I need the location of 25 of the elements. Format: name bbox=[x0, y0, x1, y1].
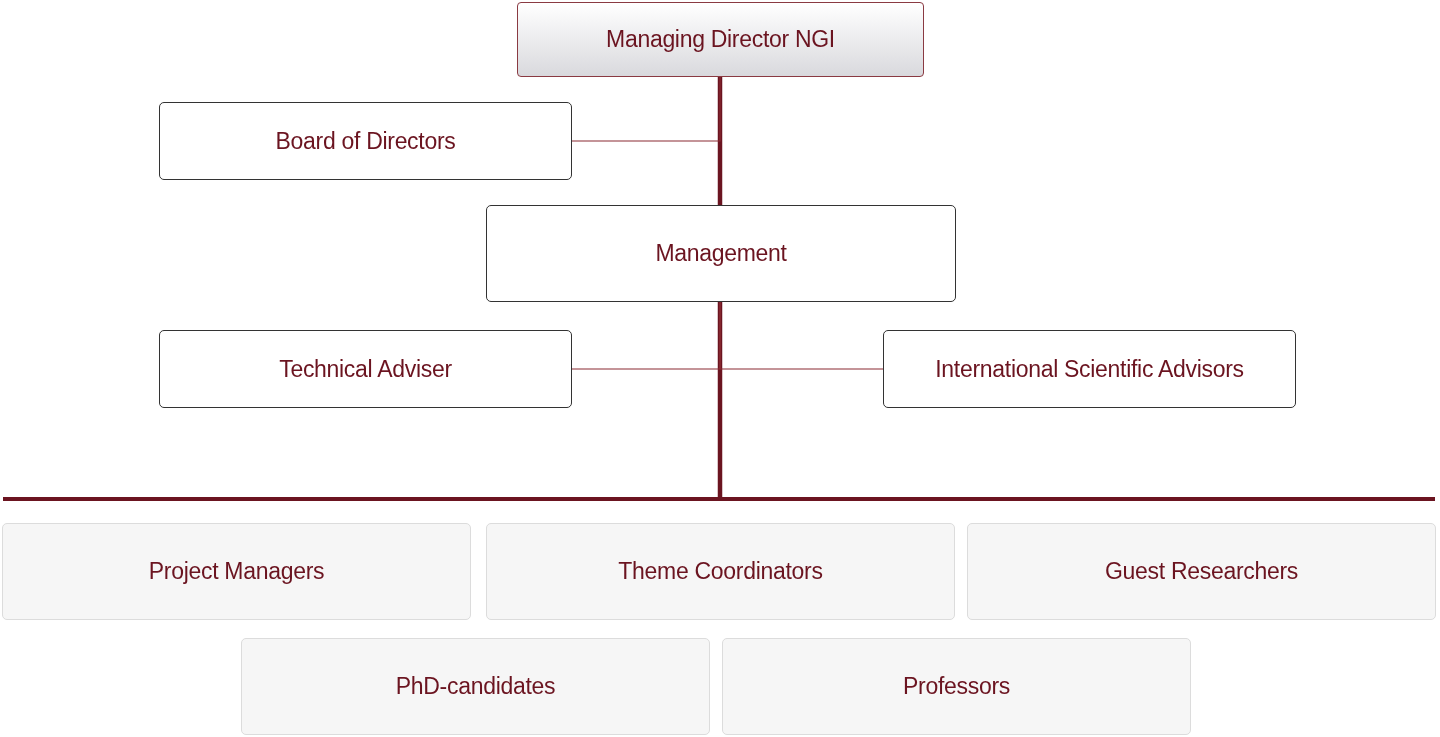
box-label: Management bbox=[655, 240, 787, 267]
staff-box bbox=[967, 523, 1436, 620]
title-box bbox=[517, 2, 924, 77]
box-label: Professors bbox=[903, 673, 1010, 700]
box-label: International Scientific Advisors bbox=[935, 355, 1244, 383]
box-label: Managing Director NGI bbox=[606, 26, 835, 53]
staff-box bbox=[486, 523, 955, 620]
staff-box bbox=[722, 638, 1191, 735]
box-label: Technical Adviser bbox=[279, 355, 452, 383]
connector-line bbox=[719, 301, 884, 370]
org-box bbox=[883, 330, 1296, 408]
box-label: Theme Coordinators bbox=[618, 558, 823, 585]
box-label: Board of Directors bbox=[275, 127, 456, 155]
box-label: Guest Researchers bbox=[1104, 558, 1298, 585]
connector-line bbox=[571, 76, 721, 142]
connector-line bbox=[717, 77, 723, 205]
connector-line bbox=[717, 302, 723, 497]
box-label: Project Managers bbox=[148, 558, 325, 585]
staff-box bbox=[2, 523, 471, 620]
org-box bbox=[159, 102, 572, 180]
divider-bar bbox=[3, 497, 1435, 501]
staff-box bbox=[241, 638, 710, 735]
box-label: PhD-candidates bbox=[395, 673, 556, 700]
org-box bbox=[486, 205, 956, 302]
org-box bbox=[159, 330, 572, 408]
